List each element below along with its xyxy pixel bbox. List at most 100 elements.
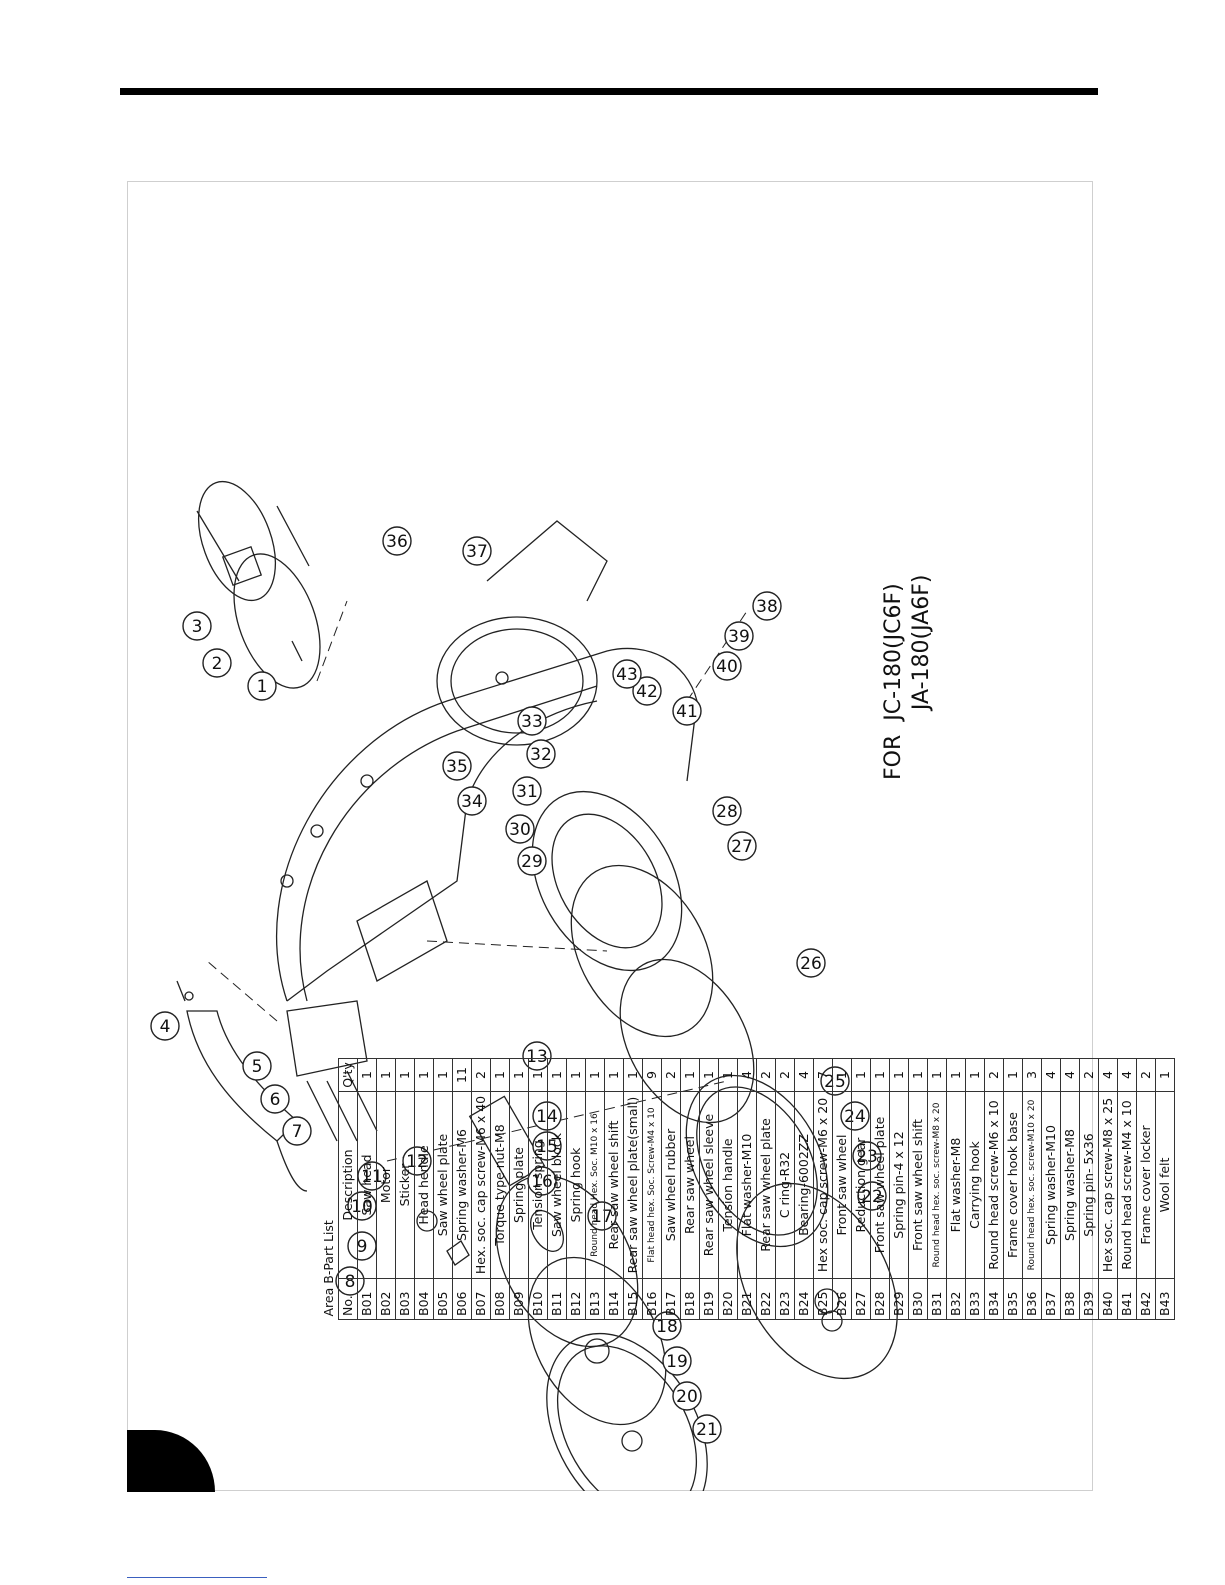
svg-text:3: 3 (192, 617, 203, 637)
cell-description: Rear saw wheel sleeve (699, 1091, 719, 1279)
cell-description: Tension handle (718, 1091, 738, 1279)
cell-no: B19 (699, 1278, 719, 1320)
cell-no: B28 (870, 1278, 890, 1320)
cell-qty: 1 (566, 1058, 586, 1092)
cell-no: B08 (490, 1278, 510, 1320)
cell-no: B43 (1155, 1278, 1175, 1320)
svg-text:8: 8 (345, 1272, 356, 1292)
svg-text:18: 18 (656, 1317, 678, 1337)
cell-description: Spring washer-M10 (1041, 1091, 1061, 1279)
cell-description: Sticker (395, 1091, 415, 1279)
callout-3: 3 (182, 611, 212, 641)
callout-30: 30 (505, 814, 535, 844)
callout-39: 39 (724, 621, 754, 651)
cell-qty: 1 (433, 1058, 453, 1092)
header-no: No. (338, 1278, 358, 1320)
cell-no: B04 (414, 1278, 434, 1320)
cell-no: B22 (756, 1278, 776, 1320)
cell-qty: 2 (1136, 1058, 1156, 1092)
cell-no: B29 (889, 1278, 909, 1320)
cell-no: B41 (1117, 1278, 1137, 1320)
callout-9: 9 (347, 1231, 377, 1261)
cell-no: B09 (509, 1278, 529, 1320)
front-saw-wheel-drawing (531, 790, 898, 1380)
table-title: Area B-Part List (321, 1220, 336, 1317)
callout-36: 36 (382, 526, 412, 556)
svg-text:31: 31 (516, 782, 538, 802)
cell-no: B32 (946, 1278, 966, 1320)
model-caption: FOR JC-180(JC6F) JA-180(JA6F) (881, 574, 934, 781)
svg-text:11: 11 (361, 1167, 383, 1187)
cell-qty: 1 (490, 1058, 510, 1092)
cell-description: Rear saw wheel (680, 1091, 700, 1279)
cell-qty: 7 (813, 1058, 833, 1092)
svg-text:15: 15 (536, 1137, 558, 1157)
cell-qty: 2 (756, 1058, 776, 1092)
callout-31: 31 (512, 776, 542, 806)
cell-qty: 1 (1155, 1058, 1175, 1092)
cell-qty: 4 (1060, 1058, 1080, 1092)
svg-text:4: 4 (160, 1017, 171, 1037)
cell-description: Spring pin-4 x 12 (889, 1091, 909, 1279)
cell-description: Torque type nut-M8 (490, 1091, 510, 1279)
cell-description: Flat washer-M10 (737, 1091, 757, 1279)
rear-shaft-drawing (416, 1095, 565, 1266)
svg-text:42: 42 (636, 682, 658, 702)
cell-qty: 2 (471, 1058, 491, 1092)
callout-42: 42 (632, 676, 662, 706)
header-rule (120, 88, 1098, 95)
cell-no: B37 (1041, 1278, 1061, 1320)
cell-qty: 4 (1117, 1058, 1137, 1092)
cell-description: Rear saw wheel shift (604, 1091, 624, 1279)
cell-qty: 1 (699, 1058, 719, 1092)
callout-5: 5 (242, 1051, 272, 1081)
callout-10: 10 (347, 1191, 377, 1221)
callout-6: 6 (260, 1084, 290, 1114)
cell-no: B05 (433, 1278, 453, 1320)
cell-qty: 9 (642, 1058, 662, 1092)
cell-description: Spring plate (509, 1091, 529, 1279)
callout-12: 12 (402, 1146, 432, 1176)
cell-description: Round head Hex. Soc. M10 x 16 (585, 1091, 605, 1279)
cell-qty: 1 (414, 1058, 434, 1092)
cell-no: B15 (623, 1278, 643, 1320)
cell-qty: 1 (509, 1058, 529, 1092)
cell-qty: 1 (870, 1058, 890, 1092)
svg-text:27: 27 (731, 837, 753, 857)
cell-no: B10 (528, 1278, 548, 1320)
cell-description: Saw wheel rubber (661, 1091, 681, 1279)
cell-description: Flat head hex. Soc. Screw-M4 x 10 (642, 1091, 662, 1279)
cell-qty: 1 (889, 1058, 909, 1092)
cell-description: Bearing-6002ZZ (794, 1091, 814, 1279)
cell-description: Frame cover hook base (1003, 1091, 1023, 1279)
cell-qty: 2 (775, 1058, 795, 1092)
cell-qty: 2 (1079, 1058, 1099, 1092)
svg-text:14: 14 (536, 1107, 558, 1127)
callout-14: 14 (532, 1101, 562, 1131)
callout-16: 16 (527, 1166, 557, 1196)
cell-no: B36 (1022, 1278, 1042, 1320)
callout-41: 41 (672, 696, 702, 726)
cell-qty: 1 (395, 1058, 415, 1092)
cell-no: B23 (775, 1278, 795, 1320)
svg-text:23: 23 (856, 1147, 878, 1167)
cell-qty: 1 (927, 1058, 947, 1092)
callout-23: 23 (852, 1141, 882, 1171)
